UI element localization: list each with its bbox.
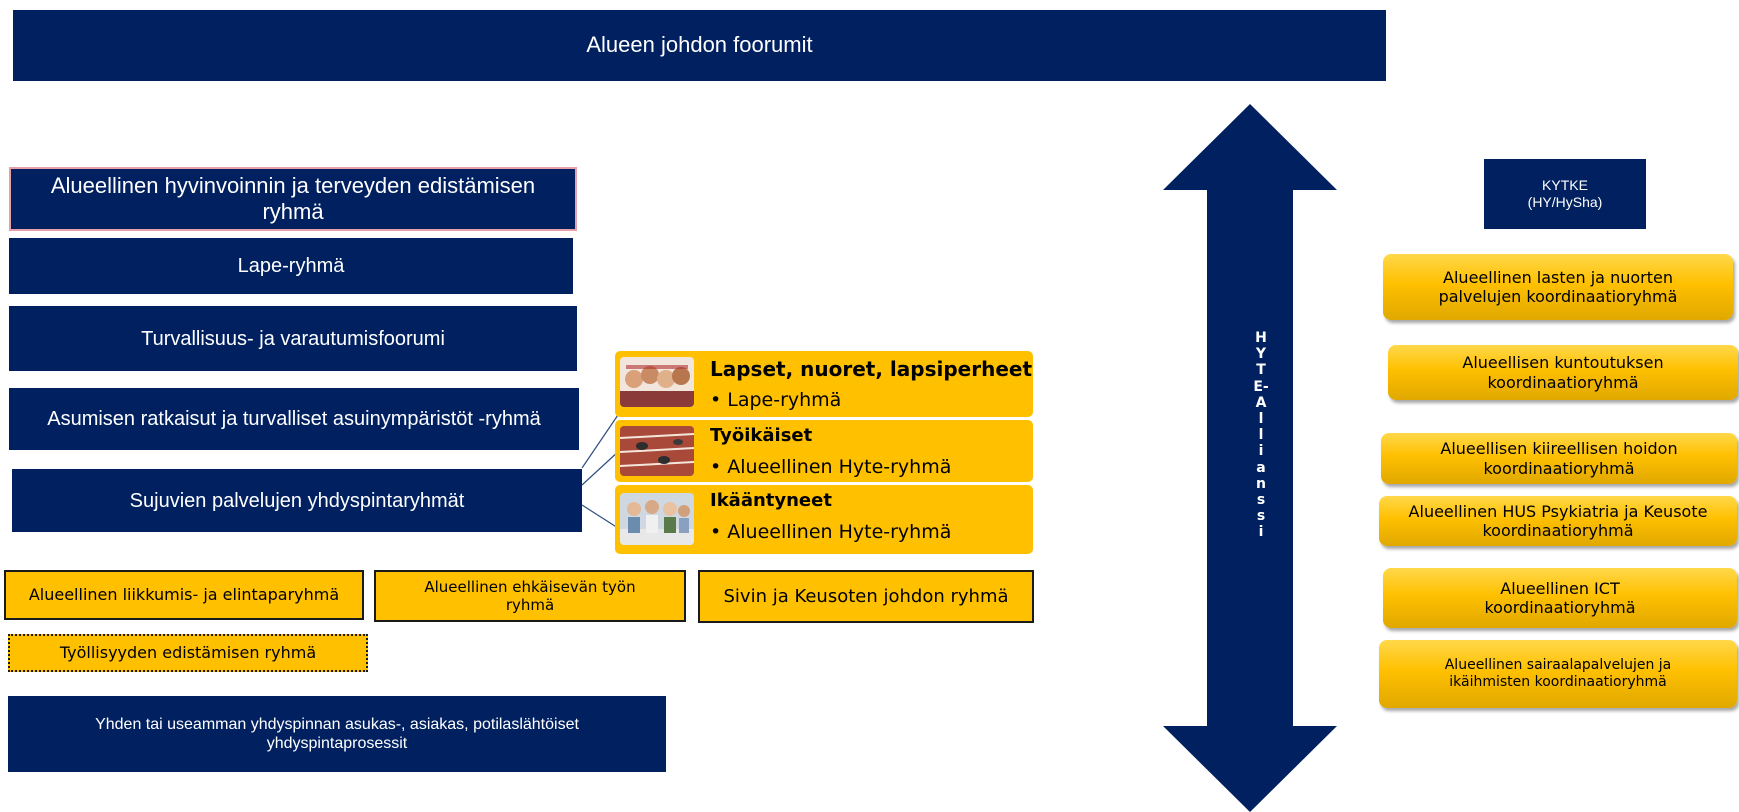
alliance-letter: n: [1256, 475, 1266, 492]
segment-bullet: • Alueellinen Hyte-ryhmä: [710, 521, 952, 543]
group-lape: Lape-ryhmä: [9, 238, 573, 294]
group-tyollisyys-label: Työllisyyden edistämisen ryhmä: [59, 643, 317, 663]
group-sivin-label: Sivin ja Keusoten johdon ryhmä: [723, 585, 1009, 607]
alliance-letter: l: [1258, 411, 1264, 428]
group-liikkumis-label: Alueellinen liikkumis- ja elintaparyhmä: [28, 585, 340, 605]
kytke-label: KYTKE: [1542, 177, 1588, 194]
coordination-group-label: Alueellinen lasten ja nuorten palvelujen…: [1438, 267, 1678, 306]
group-hyte-label: Alueellinen hyvinvoinnin ja terveyden ed…: [50, 172, 536, 224]
alliance-letter: E-: [1253, 378, 1269, 395]
group-lape-label: Lape-ryhmä: [237, 255, 345, 277]
alliance-letter: a: [1256, 459, 1266, 476]
group-asuminen: Asumisen ratkaisut ja turvalliset asuiny…: [9, 388, 579, 450]
segment-title: Ikääntyneet: [710, 490, 832, 511]
segment-title: Työikäiset: [710, 425, 813, 446]
alliance-letter: T: [1256, 362, 1266, 379]
alliance-letter: i: [1258, 443, 1264, 460]
group-liikkumis: Alueellinen liikkumis- ja elintaparyhmä: [4, 570, 364, 620]
connector-line-3: [581, 504, 619, 529]
segment-bullet: • Alueellinen Hyte-ryhmä: [710, 456, 952, 478]
group-tyollisyys: Työllisyyden edistämisen ryhmä: [8, 634, 368, 672]
group-ehkaisevan-label: Alueellinen ehkäisevän työn ryhmä: [424, 578, 636, 614]
coordination-group-label: Alueellisen kiireellisen hoidon koordina…: [1440, 439, 1678, 478]
group-sujuvien-label: Sujuvien palvelujen yhdyspintaryhmät: [129, 489, 465, 512]
group-asuminen-label: Asumisen ratkaisut ja turvalliset asuiny…: [47, 408, 541, 430]
coordination-group: Alueellinen sairaalapalvelujen ja ikäihm…: [1379, 640, 1737, 708]
elderly-group-photo-icon: [620, 493, 694, 545]
segment-bullet: • Lape-ryhmä: [710, 389, 842, 411]
segment-card-children: Lapset, nuoret, lapsiperheet • Lape-ryhm…: [615, 351, 1033, 417]
coordination-group-label: Alueellisen kuntoutuksen koordinaatioryh…: [1462, 353, 1664, 392]
segment-title: Lapset, nuoret, lapsiperheet: [710, 357, 1033, 381]
coordination-group: Alueellinen ICT koordinaatioryhmä: [1383, 568, 1737, 628]
group-yhden-label: Yhden tai useamman yhdyspinnan asukas-, …: [95, 715, 579, 752]
group-hyte: Alueellinen hyvinvoinnin ja terveyden ed…: [9, 167, 577, 231]
alliance-letter: A: [1255, 394, 1267, 411]
group-sujuvien: Sujuvien palvelujen yhdyspintaryhmät: [12, 469, 582, 532]
coordination-group-label: Alueellinen sairaalapalvelujen ja ikäihm…: [1444, 657, 1672, 690]
coordination-group: Alueellinen lasten ja nuorten palvelujen…: [1383, 254, 1733, 320]
kytke-sub: (HY/HySha): [1527, 194, 1603, 210]
coordination-group: Alueellinen HUS Psykiatria ja Keusote ko…: [1379, 496, 1737, 546]
coordination-group-label: Alueellinen HUS Psykiatria ja Keusote ko…: [1408, 501, 1708, 540]
group-sivin: Sivin ja Keusoten johdon ryhmä: [698, 570, 1034, 623]
alliance-letter: s: [1256, 508, 1266, 525]
kytke-box: KYTKE (HY/HySha): [1484, 159, 1646, 229]
alliance-letter: l: [1258, 427, 1264, 444]
coordination-group: Alueellisen kuntoutuksen koordinaatioryh…: [1388, 345, 1738, 400]
forum-header-title: Alueen johdon foorumit: [586, 32, 813, 58]
segment-card-working-age: Työikäiset • Alueellinen Hyte-ryhmä: [615, 420, 1033, 482]
alliance-letter: H: [1255, 330, 1267, 346]
segment-card-elderly: Ikääntyneet • Alueellinen Hyte-ryhmä: [615, 485, 1033, 554]
children-photo-icon: [620, 357, 694, 407]
alliance-letter: Y: [1255, 346, 1267, 363]
group-turvallisuus-label: Turvallisuus- ja varautumisfoorumi: [141, 327, 445, 350]
group-turvallisuus: Turvallisuus- ja varautumisfoorumi: [9, 306, 577, 371]
group-yhden: Yhden tai useamman yhdyspinnan asukas-, …: [8, 696, 666, 772]
running-track-photo-icon: [620, 426, 694, 476]
group-ehkaisevan: Alueellinen ehkäisevän työn ryhmä: [374, 570, 686, 622]
alliance-letter: i: [1258, 524, 1264, 541]
forum-header: Alueen johdon foorumit: [13, 10, 1386, 81]
alliance-letter: s: [1256, 492, 1266, 509]
coordination-group: Alueellisen kiireellisen hoidon koordina…: [1381, 433, 1737, 484]
coordination-group-label: Alueellinen ICT koordinaatioryhmä: [1484, 578, 1636, 617]
